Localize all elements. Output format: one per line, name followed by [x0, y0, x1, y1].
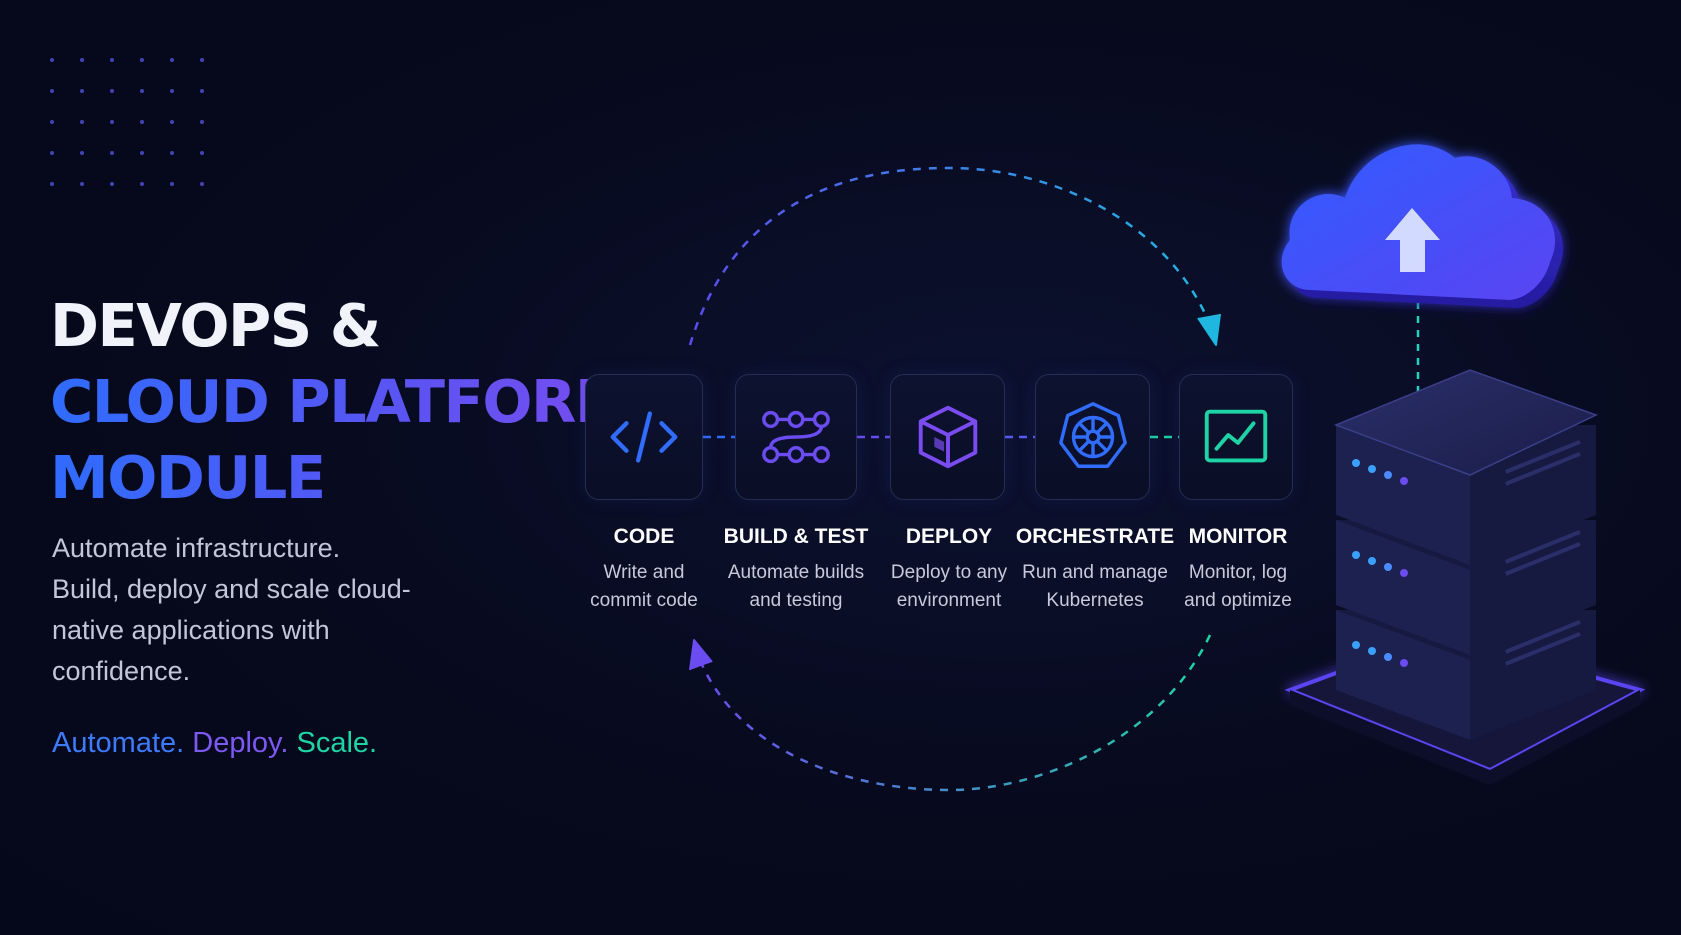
step-box-code[interactable] [585, 374, 703, 500]
step-desc-line2: Kubernetes [1046, 590, 1144, 611]
step-box-orchestrate[interactable] [1035, 374, 1150, 500]
step-desc-line1: Monitor, log [1188, 562, 1288, 583]
top-loop-arrowhead [1197, 313, 1221, 346]
step-desc-line2: commit code [590, 590, 698, 611]
server-stack-icon [1284, 369, 1646, 785]
bottom-loop-arrow [696, 634, 1212, 792]
step-desc-line1: Deploy to any [890, 562, 1008, 583]
step-label: MONITOR [1188, 525, 1288, 548]
code-icon [610, 411, 678, 463]
cube-icon [918, 405, 977, 469]
step-box-monitor[interactable] [1179, 374, 1293, 500]
title-line-2: CLOUD PLATFORM [50, 364, 634, 440]
tagline-automate: Automate. [52, 727, 185, 759]
bottom-loop-arrowhead [689, 639, 713, 671]
step-desc-line1: Run and manage [1022, 562, 1168, 583]
title-line-1: DEVOPS & [50, 291, 381, 360]
step-box-build-test[interactable] [735, 374, 857, 500]
kubernetes-wheel-icon [1058, 402, 1127, 468]
step-orchestrate: ORCHESTRATE Run and manage Kubernetes [1015, 525, 1175, 615]
step-label: DEPLOY [905, 525, 993, 548]
monitor-chart-icon [1204, 409, 1268, 463]
step-label: BUILD & TEST [723, 525, 869, 548]
tagline-deploy: Deploy. [192, 727, 289, 759]
step-build-test: BUILD & TEST Automate builds and testing [716, 525, 876, 615]
step-desc-line1: Automate builds [727, 562, 865, 583]
title-line-3: MODULE [50, 440, 632, 516]
step-box-deploy[interactable] [890, 374, 1005, 500]
dot-grid-decoration [50, 58, 230, 213]
step-deploy: DEPLOY Deploy to any environment [869, 525, 1029, 615]
upload-arrow-icon [1385, 208, 1440, 272]
step-monitor: MONITOR Monitor, log and optimize [1158, 525, 1318, 615]
hero-description: Automate infrastructure. Build, deploy a… [52, 533, 411, 686]
step-desc-line1: Write and [603, 562, 685, 583]
cloud-upload-icon [1281, 144, 1564, 308]
tagline: Automate. Deploy. Scale. [52, 727, 377, 760]
step-desc-line2: environment [896, 590, 1002, 611]
step-label: ORCHESTRATE [1015, 525, 1175, 548]
step-desc-line2: and testing [749, 590, 843, 611]
step-label: CODE [613, 525, 675, 548]
step-desc-line2: and optimize [1184, 590, 1292, 611]
top-loop-arrow [688, 166, 1214, 346]
pipeline-icon [762, 410, 830, 464]
page-title: DEVOPS & CLOUD PLATFORM MODULE [50, 288, 634, 516]
step-code: CODE Write and commit code [564, 525, 724, 615]
tagline-scale: Scale. [296, 727, 378, 759]
